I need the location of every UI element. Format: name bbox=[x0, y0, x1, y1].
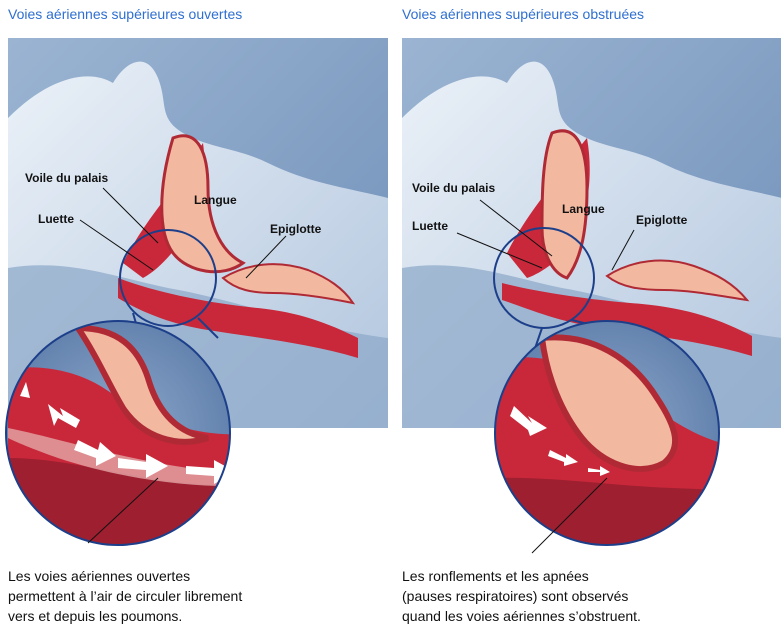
label-epiglotte: Epiglotte bbox=[636, 213, 687, 227]
obstructed-airway-svg bbox=[402, 38, 781, 428]
label-voile-du-palais: Voile du palais bbox=[412, 181, 495, 195]
illustration-obstructed-airway: Voile du palais Luette Langue Epiglotte bbox=[402, 38, 781, 428]
label-langue: Langue bbox=[194, 193, 237, 207]
title-obstructed-airway: Voies aériennes supérieures obstruées bbox=[402, 6, 644, 22]
caption-line: vers et depuis les poumons. bbox=[8, 606, 242, 626]
illustration-open-airway: Voile du palais Luette Langue Epiglotte bbox=[8, 38, 388, 428]
label-luette: Luette bbox=[38, 212, 74, 226]
caption-line: (pauses respiratoires) sont observés bbox=[402, 586, 641, 606]
label-langue: Langue bbox=[562, 202, 605, 216]
caption-line: Les ronflements et les apnées bbox=[402, 566, 641, 586]
label-luette: Luette bbox=[412, 219, 448, 233]
label-epiglotte: Epiglotte bbox=[270, 222, 321, 236]
open-airway-svg bbox=[8, 38, 388, 428]
caption-line: quand les voies aériennes s’obstruent. bbox=[402, 606, 641, 626]
caption-obstructed-airway: Les ronflements et les apnées (pauses re… bbox=[402, 566, 641, 626]
caption-line: Les voies aériennes ouvertes bbox=[8, 566, 242, 586]
title-open-airway: Voies aériennes supérieures ouvertes bbox=[8, 6, 242, 22]
label-voile-du-palais: Voile du palais bbox=[25, 171, 108, 185]
caption-open-airway: Les voies aériennes ouvertes permettent … bbox=[8, 566, 242, 626]
caption-line: permettent à l’air de circuler librement bbox=[8, 586, 242, 606]
